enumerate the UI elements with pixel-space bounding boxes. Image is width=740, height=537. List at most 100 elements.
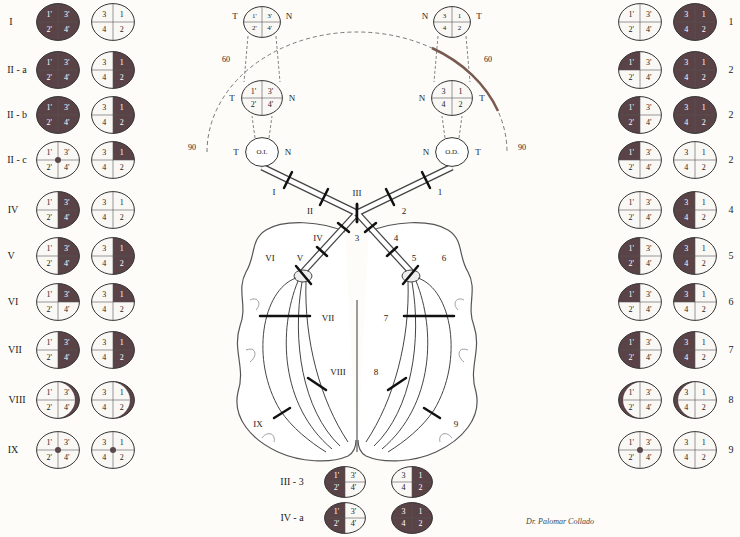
quadrant-number: 2 [418, 484, 422, 492]
quadrant-number: 3 [402, 472, 406, 480]
quadrant-number: 3 [684, 104, 688, 112]
circle-outline [391, 502, 433, 534]
quadrant-number: 3 [102, 245, 106, 253]
side-letter: N [418, 94, 427, 103]
visual-field-circle: 3142 [673, 237, 717, 275]
circle-outline [673, 191, 717, 229]
quadrant-number: 2' [251, 101, 256, 109]
visual-field-circle: 1'3'2'4' [36, 331, 80, 369]
quadrant-number: 2' [252, 25, 257, 32]
lesion-number: 6 [441, 254, 448, 263]
quadrant-number: 3 [684, 439, 688, 447]
circle-outline [673, 3, 717, 41]
circle-outline [36, 51, 80, 89]
quadrant-number: 3' [646, 104, 651, 112]
quadrant-number: 3' [268, 88, 273, 96]
quadrant-number: 2' [46, 404, 51, 412]
quadrant-number: 1 [120, 439, 124, 447]
field-arc [207, 32, 507, 152]
quadrant-number: 4 [443, 25, 447, 32]
quadrant-number: 3 [102, 389, 106, 397]
quadrant-number: 1 [120, 339, 124, 347]
quadrant-number: 2 [702, 306, 706, 314]
visual-field-circle: 3142 [91, 331, 135, 369]
quadrant-number: 1' [46, 291, 51, 299]
circle-outline [324, 502, 366, 534]
side-letter: N [421, 12, 430, 21]
circle-outline [243, 6, 281, 38]
quadrant-number: 1 [702, 339, 706, 347]
quadrant-number: 1 [120, 245, 124, 253]
circle-outline [36, 3, 80, 41]
signature: Dr. Palomar Collado [525, 518, 595, 526]
quadrant-number: 2' [628, 74, 633, 82]
quadrant-number: 4 [684, 74, 688, 82]
visual-field-circle: 1'3'2'4' [324, 466, 366, 498]
quadrant-number: 1 [702, 149, 706, 157]
visual-field-circle: 1'3'2'4' [36, 141, 80, 179]
lesion-number: V [296, 254, 305, 263]
quadrant-number: 2 [120, 454, 124, 462]
side-letter: N [284, 148, 293, 157]
degree-number: 60 [221, 56, 231, 64]
quadrant-number: 3' [64, 199, 69, 207]
quadrant-number: 4' [267, 25, 272, 32]
quadrant-number: 1' [46, 149, 51, 157]
quadrant-number: 2' [628, 454, 633, 462]
circle-outline [36, 96, 80, 134]
quadrant-number: 1' [628, 11, 633, 19]
visual-field-circle: 1'3'2'4' [618, 431, 662, 469]
quadrant-number: 4' [64, 354, 69, 362]
quadrant-number: 1 [120, 149, 124, 157]
circle-outline [241, 80, 283, 116]
visual-field-circle: 1'3'2'4' [36, 191, 80, 229]
quadrant-number: 4 [684, 214, 688, 222]
quadrant-number: 2 [702, 74, 706, 82]
circle-outline [618, 431, 662, 469]
quadrant-number: 3' [646, 149, 651, 157]
circle-outline [91, 3, 135, 41]
quadrant-number: 4 [102, 26, 106, 34]
circle-outline [91, 431, 135, 469]
lesion-number: 7 [383, 314, 390, 323]
quadrant-number: 2 [120, 354, 124, 362]
row-label: IV - a [279, 513, 304, 523]
quadrant-number: 1' [628, 339, 633, 347]
quadrant-number: 4 [684, 164, 688, 172]
side-letter: N [288, 94, 297, 103]
visual-field-circle: 1'3'2'4' [618, 191, 662, 229]
visual-field-circle: 3142 [673, 191, 717, 229]
quadrant-number: 2' [46, 454, 51, 462]
row-label: VIII [7, 395, 26, 405]
lesion-number: 4 [393, 234, 400, 243]
quadrant-number: 4' [646, 354, 651, 362]
quadrant-number: 2 [120, 119, 124, 127]
lesion-number: III [352, 189, 363, 198]
quadrant-number: 2 [120, 404, 124, 412]
circle-outline [91, 283, 135, 321]
quadrant-number: 4 [684, 119, 688, 127]
quadrant-number: 3' [646, 291, 651, 299]
side-letter: T [478, 94, 486, 103]
quadrant-number: 2 [120, 260, 124, 268]
visual-field-circle: 1'3'2'4' [36, 283, 80, 321]
quadrant-number: 2' [46, 119, 51, 127]
side-letter: N [422, 148, 431, 157]
row-number: 2 [728, 110, 735, 120]
quadrant-number: 2' [46, 26, 51, 34]
quadrant-number: 4 [102, 454, 106, 462]
quadrant-number: 3 [102, 439, 106, 447]
row-label: II - b [6, 110, 28, 120]
quadrant-number: 1 [702, 291, 706, 299]
lesion-number: VI [264, 254, 276, 263]
quadrant-number: 2 [702, 164, 706, 172]
row-number: 7 [728, 345, 735, 355]
quadrant-number: 4' [351, 520, 356, 528]
quadrant-number: 3' [64, 439, 69, 447]
circle-outline [91, 191, 135, 229]
degree-number: 90 [517, 144, 527, 152]
eye-label: O.I. [257, 149, 268, 156]
lesion-number: I [272, 188, 277, 197]
quadrant-number: 4' [646, 164, 651, 172]
quadrant-number: 1' [628, 149, 633, 157]
